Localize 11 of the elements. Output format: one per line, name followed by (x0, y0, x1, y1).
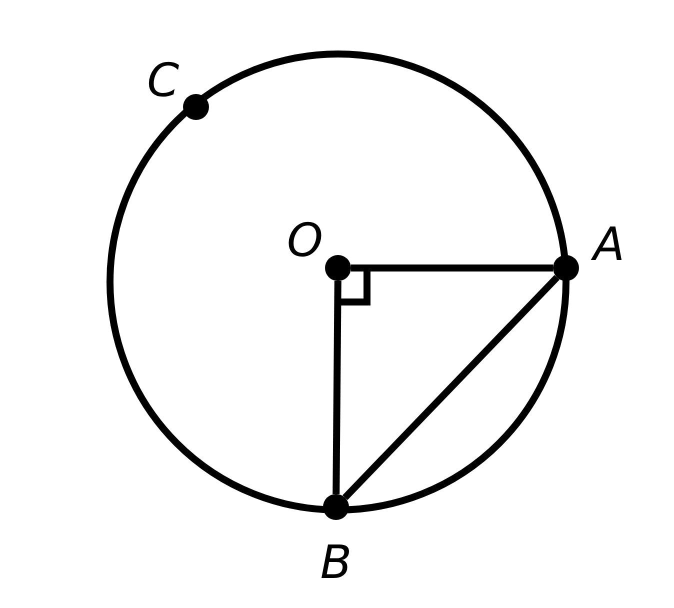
point-label: C (146, 57, 180, 103)
point-label: A (593, 221, 625, 267)
point-dot (325, 255, 351, 281)
line-segment (342, 274, 560, 500)
line-segment (332, 280, 342, 494)
line-segment (351, 264, 553, 272)
point-dot (183, 94, 209, 120)
point-label: B (320, 539, 352, 585)
point-label: O (286, 217, 324, 263)
point-dot (553, 255, 579, 281)
point-dot (323, 494, 349, 520)
